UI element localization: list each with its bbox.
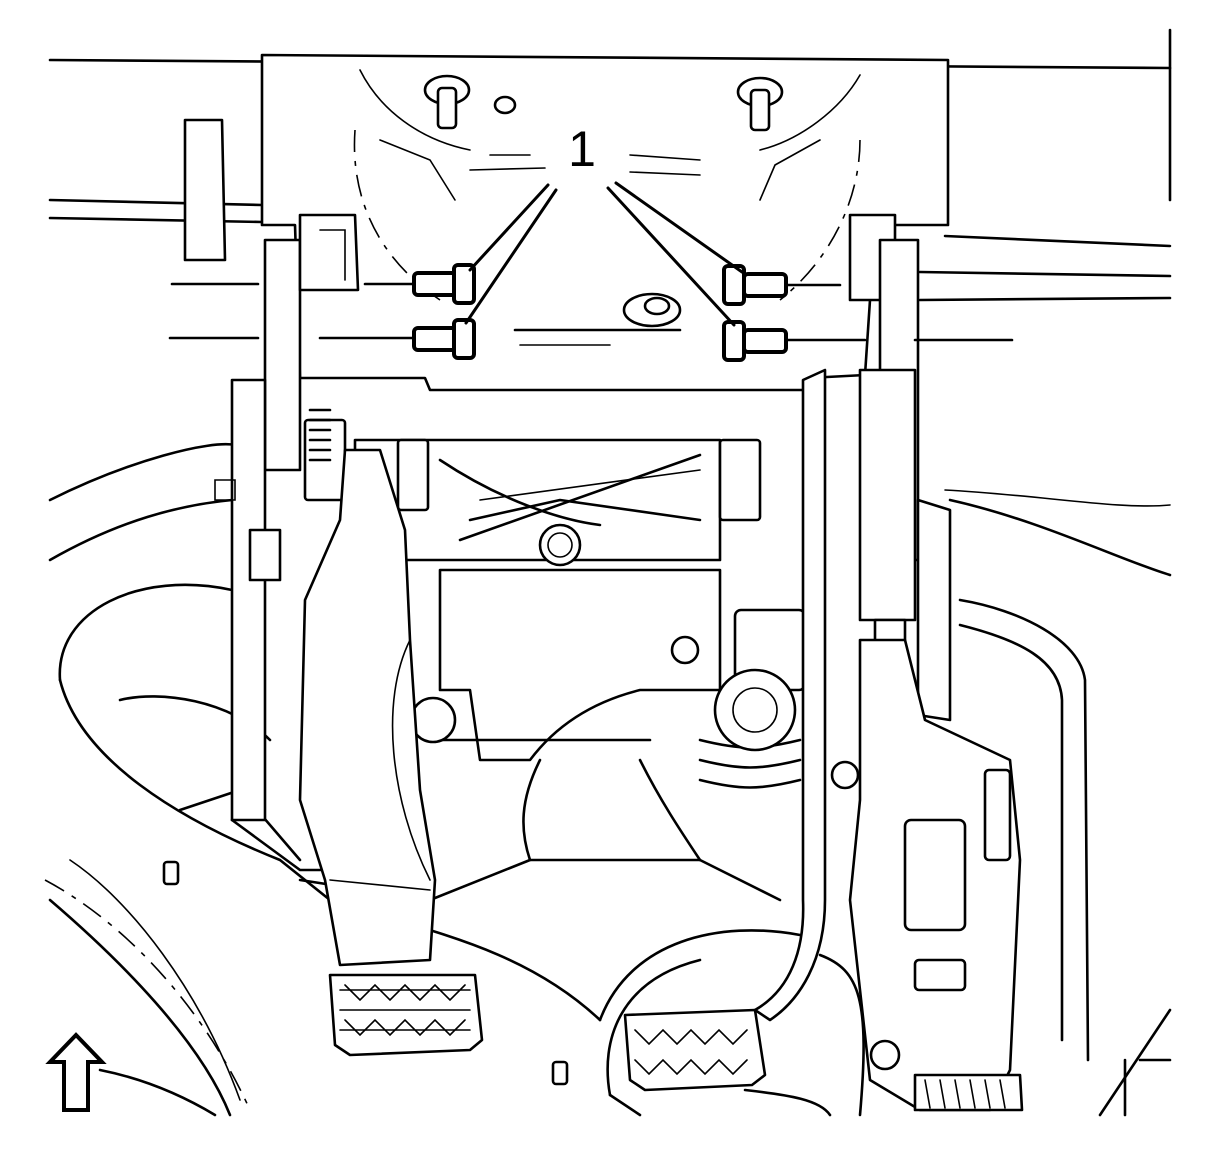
callout-label: 1	[568, 121, 596, 177]
left-pedal	[298, 448, 484, 1057]
left-pedal-pad	[328, 973, 484, 1057]
mounting-bracket	[260, 53, 950, 392]
floor-studs	[162, 860, 569, 1086]
fasteners	[168, 263, 1014, 362]
right-pedal	[623, 368, 827, 1092]
lower-right-assembly	[848, 638, 1024, 1112]
up-arrow-icon	[45, 1032, 107, 1112]
right-pedal-pad	[623, 1008, 767, 1092]
bolt-lower-right	[722, 320, 788, 362]
leader-line-lower-left	[464, 188, 558, 325]
pedal-box-frame	[298, 408, 860, 902]
stud-left	[423, 74, 471, 130]
leader-line-upper-right	[614, 181, 744, 274]
stud-right	[736, 76, 784, 132]
right-side-plate	[848, 213, 952, 722]
bolt-lower-left	[412, 318, 476, 360]
bolt-upper-left	[412, 263, 476, 305]
bolt-upper-right	[722, 264, 788, 306]
callout: 1	[464, 121, 744, 327]
left-side-plate	[183, 118, 360, 872]
leader-line-upper-left	[468, 183, 550, 272]
leader-line-lower-right	[606, 186, 736, 327]
spring-left	[308, 408, 332, 462]
